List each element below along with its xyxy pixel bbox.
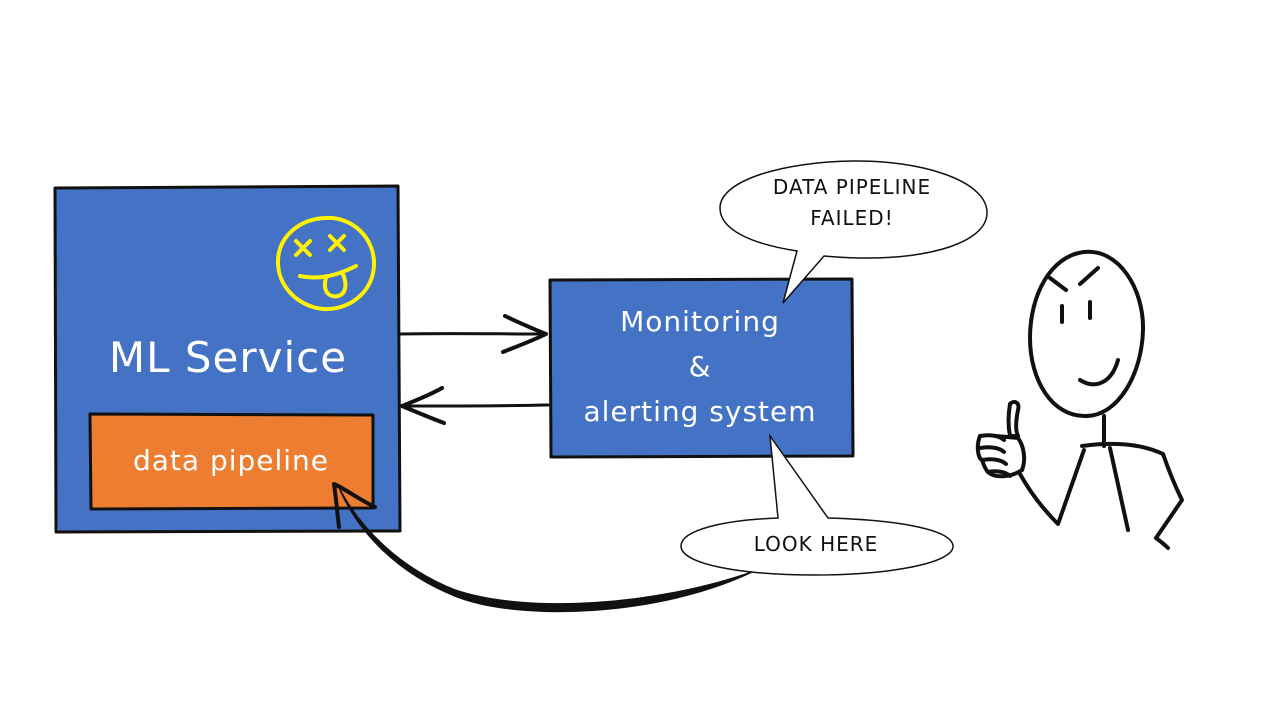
arrow-look-here-to-pipeline — [332, 482, 753, 613]
data-pipeline-box: data pipeline — [88, 412, 375, 511]
monitoring-label-line2: & — [689, 350, 712, 383]
monitoring-box-fill — [548, 277, 855, 459]
speech-bubble-bottom: LOOK HERE — [680, 433, 954, 576]
speech-bubble-top-line2: FAILED! — [810, 206, 893, 230]
monitoring-label-line1: Monitoring — [620, 305, 780, 338]
speech-bubble-top-line1: DATA PIPELINE — [773, 175, 931, 199]
thumbs-up-stick-figure-icon — [975, 249, 1184, 550]
arrow-ml-to-monitoring — [398, 314, 548, 354]
ml-service-box: ML Service data pipeline — [53, 184, 402, 534]
arrow-monitoring-to-ml — [400, 386, 550, 425]
speech-bubble-top: DATA PIPELINE FAILED! — [719, 160, 988, 304]
monitoring-box: Monitoring & alerting system — [548, 277, 855, 459]
speech-bubble-bottom-text: LOOK HERE — [754, 532, 879, 556]
ml-service-label: ML Service — [109, 333, 347, 382]
speech-bubble-bottom-outline — [680, 433, 954, 576]
data-pipeline-label: data pipeline — [133, 444, 329, 477]
monitoring-label-line3: alerting system — [583, 395, 816, 428]
dizzy-face-icon — [275, 215, 377, 312]
speech-bubble-top-outline — [719, 160, 988, 304]
